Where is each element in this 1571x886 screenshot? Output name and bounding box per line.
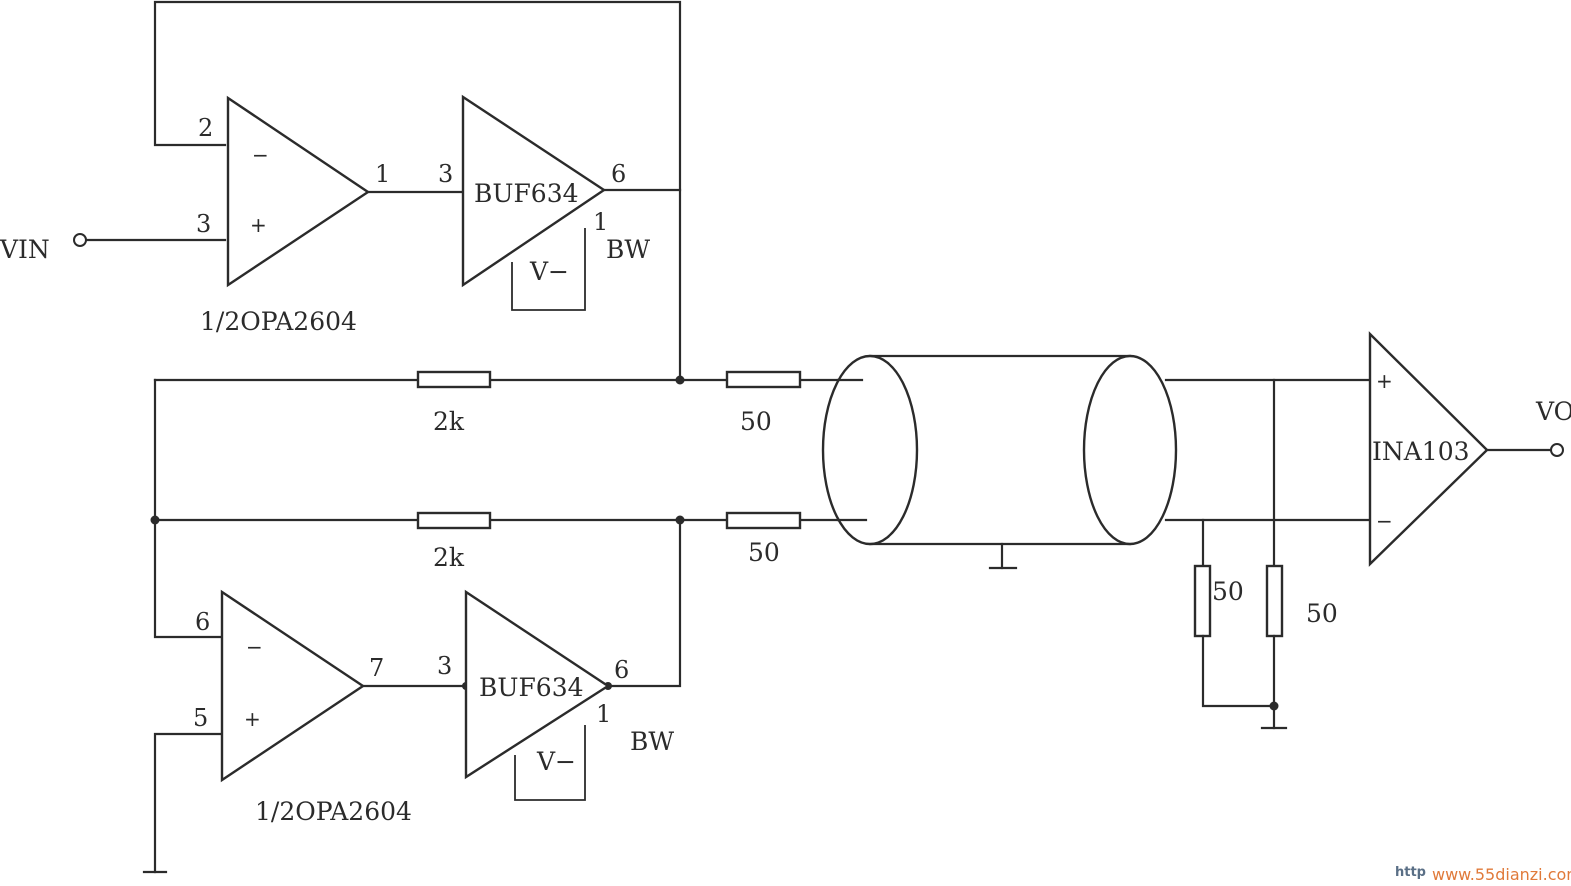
- top-buffer-pin-bw: 1: [593, 208, 608, 236]
- term-resistor-right: [1265, 564, 1284, 638]
- top-opamp-pin-noninv: 3: [196, 210, 211, 238]
- bottom-opamp-minus-sign: −: [246, 635, 263, 659]
- watermark-site: www.55dianzi.com: [1432, 865, 1571, 884]
- top-opamp-plus-sign: +: [250, 213, 267, 237]
- top-opamp-pin-inv: 2: [198, 114, 213, 142]
- ina103-label: INA103: [1372, 437, 1470, 466]
- top-vminus-box: [511, 228, 586, 311]
- bottom-channel: 6 5 − + 7 1/2OPA2604 3 BUF634 6 1 BW V−: [142, 518, 682, 874]
- top-buffer-label: BUF634: [474, 179, 579, 208]
- resistor-50-bottom: [725, 511, 802, 530]
- junction-top-node: [675, 375, 685, 385]
- receiver: 50 50 + − INA103 VO: [1164, 331, 1571, 730]
- bottom-opamp: [220, 589, 366, 783]
- bottom-buffer: [464, 589, 611, 780]
- ina103-amplifier: [1368, 331, 1489, 567]
- top-buffer-pin-in: 3: [438, 160, 453, 188]
- bottom-buffer-pin-out: 6: [614, 656, 629, 684]
- bottom-opamp-pin-out: 7: [369, 654, 384, 682]
- vin-terminal[interactable]: [73, 233, 87, 247]
- top-buffer: [461, 94, 607, 288]
- watermark: http www.55dianzi.com: [1395, 865, 1571, 884]
- top-feedback-wire: [153, 0, 682, 382]
- top-opamp-label: 1/2OPA2604: [200, 307, 357, 336]
- resistor-2k-bottom: [416, 511, 492, 530]
- resistor-50-bottom-label: 50: [748, 538, 780, 567]
- bottom-opamp-plus-sign: +: [244, 707, 261, 731]
- resistor-50-top: [725, 370, 802, 389]
- top-buffer-pin-out: 6: [611, 160, 626, 188]
- feedback-network: 2k 50 2k 50: [150, 370, 868, 572]
- coax-near-end: [821, 354, 919, 546]
- resistor-2k-top-label: 2k: [433, 407, 465, 436]
- bottom-buffer-bw-label: BW: [630, 727, 674, 756]
- resistor-50-top-label: 50: [740, 407, 772, 436]
- term-resistor-right-label: 50: [1306, 599, 1338, 628]
- bottom-buffer-vminus-label: V−: [536, 747, 576, 776]
- term-resistor-left-label: 50: [1212, 577, 1244, 606]
- term-resistor-left: [1193, 564, 1212, 638]
- bottom-buffer-pin-in: 3: [437, 652, 452, 680]
- bottom-buffer-label: BUF634: [479, 673, 584, 702]
- ina103-minus-sign: −: [1376, 509, 1393, 533]
- bottom-opamp-label: 1/2OPA2604: [255, 797, 412, 826]
- top-buffer-vminus-label: V−: [529, 257, 569, 286]
- resistor-2k-top: [416, 370, 492, 389]
- bottom-vminus-box: [514, 725, 586, 801]
- vin-label: VIN: [0, 235, 50, 264]
- resistor-2k-bottom-label: 2k: [433, 543, 465, 572]
- top-opamp-minus-sign: −: [252, 143, 269, 167]
- ina103-plus-sign: +: [1376, 369, 1393, 393]
- vo-terminal[interactable]: [1550, 443, 1564, 457]
- coax-far-end: [1082, 354, 1178, 546]
- top-opamp-pin-out: 1: [375, 160, 390, 188]
- top-buffer-bw-label: BW: [606, 235, 650, 264]
- top-opamp: [226, 95, 371, 288]
- bottom-opamp-pin-inv: 6: [195, 608, 210, 636]
- coax-cable: [821, 354, 1178, 570]
- watermark-prefix: http: [1395, 865, 1426, 880]
- bottom-opamp-pin-noninv: 5: [193, 704, 208, 732]
- top-channel: VIN 2 3 − + 1 1/2OPA2604 3 BUF634 6 1 BW…: [0, 0, 682, 382]
- bottom-buffer-pin-bw: 1: [596, 700, 611, 728]
- vo-label: VO: [1535, 397, 1571, 426]
